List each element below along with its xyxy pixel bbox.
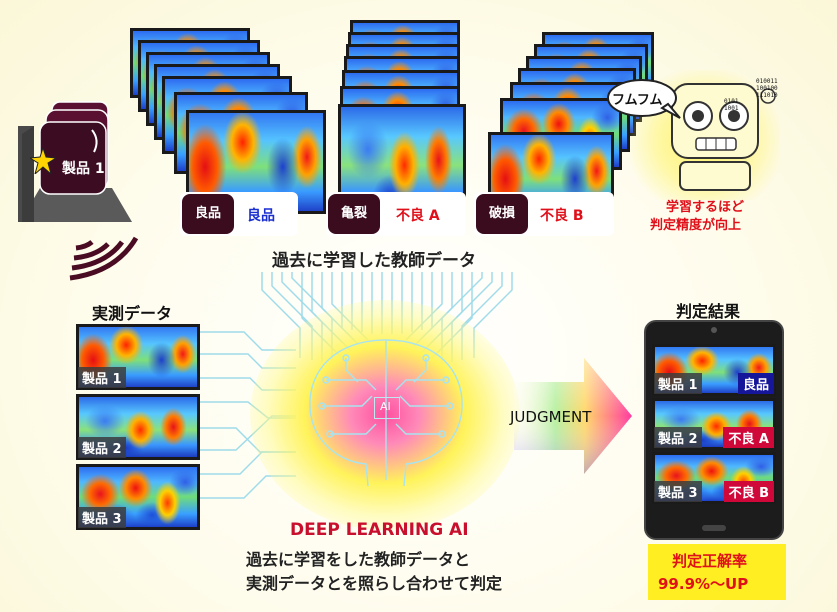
- spark-icon: [28, 146, 58, 176]
- measured-item-1-label: 製品 1: [78, 367, 126, 388]
- measured-item-2-label: 製品 2: [78, 437, 126, 458]
- measured-item-1: 製品 1: [76, 324, 200, 390]
- ai-chip: [374, 397, 400, 419]
- binary-left-line: 0101: [724, 98, 739, 105]
- product-box-label: 製品 1: [62, 161, 105, 177]
- binary-right-line: 100100: [756, 85, 778, 92]
- teacher-stack-1: [130, 28, 330, 218]
- stack-2-result: 不良 A: [396, 208, 440, 224]
- result-row-1-verdict: 良品: [737, 373, 774, 394]
- result-row-1: 製品 1 良品: [652, 344, 776, 396]
- judgment-arrow: [514, 358, 632, 474]
- stack-3-result: 不良 B: [540, 208, 584, 224]
- robot-caption-1: 学習するほど: [666, 200, 745, 215]
- teacher-stack-2: [338, 20, 478, 220]
- measured-item-3: 製品 3: [76, 464, 200, 530]
- accuracy-line-2: 99.9%～UP: [658, 575, 749, 593]
- binary-left: 0101 1001: [724, 98, 738, 112]
- result-row-3-verdict: 不良 B: [723, 481, 774, 502]
- brain-glow: [250, 300, 520, 530]
- brain-icon: [296, 330, 476, 490]
- product-box: [38, 100, 114, 198]
- deep-learning-desc-1: 過去に学習をした教師データと: [246, 550, 471, 569]
- result-row-2-product: 製品 2: [654, 427, 702, 448]
- deep-learning-title: DEEP LEARNING AI: [290, 520, 469, 540]
- measured-title: 実測データ: [92, 304, 173, 323]
- stack-1-result: 良品: [247, 208, 275, 224]
- tablet-home-button: [702, 525, 726, 531]
- speech-bubble: [606, 78, 682, 122]
- ai-chip-label: AI: [380, 400, 391, 413]
- binary-right-line: 010011: [756, 78, 778, 85]
- conveyor-base: [14, 118, 138, 226]
- result-row-2-verdict: 不良 A: [723, 427, 774, 448]
- results-title: 判定結果: [676, 302, 741, 321]
- binary-right-line: 111010: [756, 92, 778, 99]
- accuracy-highlight: [648, 544, 786, 600]
- stack-2-tag: 亀裂: [328, 194, 380, 234]
- binary-left-line: 1001: [724, 105, 739, 112]
- binary-right: 010011 100100 111010: [756, 78, 778, 99]
- measured-item-2: 製品 2: [76, 394, 200, 460]
- sensor-waves-icon: [66, 232, 152, 284]
- speech-text: フムフム: [612, 93, 663, 108]
- judgment-label: JUDGMENT: [510, 408, 592, 426]
- measured-item-3-label: 製品 3: [78, 507, 126, 528]
- teacher-data-caption: 過去に学習した教師データ: [272, 251, 476, 271]
- deep-learning-desc-2: 実測データとを照らし合わせて判定: [246, 574, 503, 593]
- result-row-3: 製品 3 不良 B: [652, 452, 776, 504]
- tablet-camera: [711, 327, 717, 333]
- robot-caption-2: 判定精度が向上: [650, 218, 742, 233]
- accuracy-line-1: 判定正解率: [672, 552, 748, 570]
- stack-1-tag: 良品: [182, 194, 234, 234]
- result-row-1-product: 製品 1: [654, 373, 702, 394]
- result-row-3-product: 製品 3: [654, 481, 702, 502]
- stack-3-tag: 破損: [476, 194, 528, 234]
- robot-icon: [650, 70, 780, 192]
- result-row-2: 製品 2 不良 A: [652, 398, 776, 450]
